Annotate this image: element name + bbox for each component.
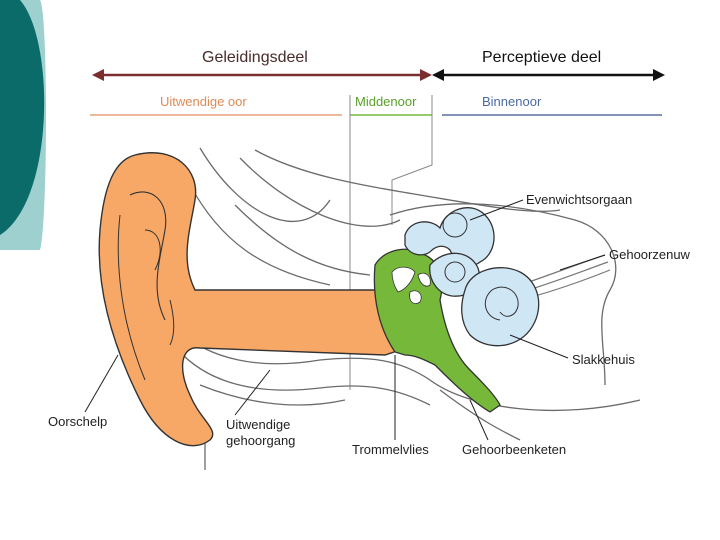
inner-ear-label: Binnenoor [482, 94, 542, 109]
middle-inner-divider [391, 95, 433, 225]
eardrum-label: Trommelvlies [352, 442, 429, 457]
outer-ear-shape [98, 152, 401, 447]
leader-lines [84, 199, 606, 441]
middle-ear-shape [373, 248, 501, 413]
slide-decoration [0, 0, 46, 250]
conduction-header: Geleidingsdeel [202, 49, 308, 66]
ossicles-label: Gehoorbeenketen [462, 442, 567, 457]
auditory-nerve-label: Gehoorzenuw [609, 247, 690, 262]
conduction-arrow [92, 69, 432, 81]
ear-canal-label-line2: gehoorgang [226, 433, 296, 448]
balance-organ-label: Evenwichtsorgaan [526, 192, 633, 207]
outer-ear-label: Uitwendige oor [160, 94, 247, 109]
perception-arrow [432, 69, 665, 81]
auricle-label: Oorschelp [48, 414, 108, 429]
skull-outlines [177, 147, 641, 470]
ear-canal-label-line1: Uitwendige [226, 417, 291, 432]
middle-ear-label: Middenoor [355, 94, 417, 109]
cochlea-label: Slakkehuis [572, 352, 635, 367]
perception-header: Perceptieve deel [482, 49, 602, 66]
inner-ear-shape [404, 207, 540, 347]
